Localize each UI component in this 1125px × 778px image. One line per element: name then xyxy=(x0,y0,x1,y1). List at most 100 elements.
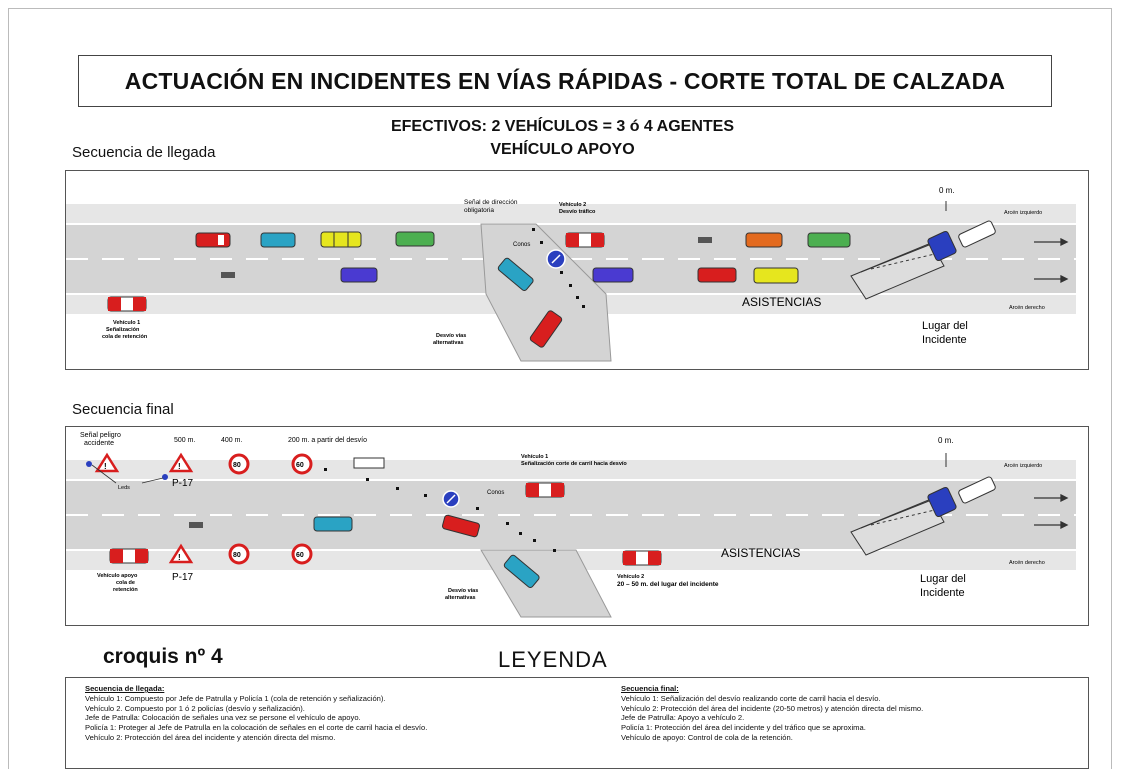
car xyxy=(313,516,353,532)
car xyxy=(697,267,737,283)
p17-top-label: P-17 xyxy=(172,478,194,489)
overturned-truck xyxy=(850,486,957,556)
arrival-diagram: 0 m. Señal de dirección obligatoria Vehí… xyxy=(65,170,1089,370)
support-label-1: Vehículo apoyo xyxy=(97,573,138,579)
car xyxy=(753,267,799,284)
asistencias-label: ASISTENCIAS xyxy=(721,546,800,560)
legend-arrival-heading: Secuencia de llegada: xyxy=(85,684,165,693)
car xyxy=(503,554,540,588)
crashed-car xyxy=(958,476,996,504)
car xyxy=(529,310,563,348)
incident-label-1: Lugar del xyxy=(920,573,966,585)
title-text: ACTUACIÓN EN INCIDENTES EN VÍAS RÁPIDAS … xyxy=(124,67,1006,94)
page-title: ACTUACIÓN EN INCIDENTES EN VÍAS RÁPIDAS … xyxy=(78,55,1052,107)
legend-line: Vehículo 2. Compuesto por 1 ó 2 policías… xyxy=(85,703,305,713)
distance-400-label: 400 m. xyxy=(221,437,242,444)
p17-bottom-label: P-17 xyxy=(172,572,194,583)
arrival-road-svg: 0 m. Señal de dirección obligatoria Vehí… xyxy=(66,186,1076,362)
traffic-arrow xyxy=(1060,493,1069,503)
effectives-line-2: VEHÍCULO APOYO xyxy=(490,141,635,158)
final-sequence-label: Secuencia final xyxy=(72,401,174,418)
svg-text:!: ! xyxy=(178,553,181,562)
car xyxy=(745,232,783,248)
car xyxy=(320,231,362,248)
speed-limit-80-sign: 80 xyxy=(228,543,250,565)
lane-closure-sign xyxy=(353,457,385,469)
speed-limit-60-sign: 60 xyxy=(291,543,313,565)
motorbike xyxy=(698,237,712,243)
vehicle2-label-1: Vehículo 2 xyxy=(559,202,586,208)
distance-500-label: 500 m. xyxy=(174,437,195,444)
crashed-car xyxy=(958,220,996,248)
legend-line: Jefe de Patrulla: Colocación de señales … xyxy=(85,713,361,723)
motorbike xyxy=(189,522,203,528)
incident-label-1: Lugar del xyxy=(922,320,968,332)
speed-limit-60-sign: 60 xyxy=(291,453,313,475)
cones-label: Conos xyxy=(487,490,504,496)
led-icon xyxy=(162,474,168,480)
final-diagram: ! ! ! 80 80 60 60 Señal peligro accident… xyxy=(65,426,1089,626)
asistencias-label: ASISTENCIAS xyxy=(742,295,821,309)
traffic-arrow xyxy=(1060,274,1069,284)
legend-line: Vehículo 2: Protección del área del inci… xyxy=(621,703,924,713)
vehicle1-label-2: Señalización corte de carril hacia desví… xyxy=(521,461,627,467)
car xyxy=(807,232,851,248)
traffic-arrow xyxy=(1060,237,1069,247)
support-vehicle xyxy=(109,548,149,564)
vehicle2-label-2: Desvío tráfico xyxy=(559,209,596,215)
svg-text:!: ! xyxy=(178,462,181,471)
police-car-1 xyxy=(107,296,147,312)
vehicle2-label-1: Vehículo 2 xyxy=(617,574,644,580)
svg-text:60: 60 xyxy=(296,552,304,559)
distance-200-label: 200 m. a partir del desvío xyxy=(288,437,367,444)
vehicle1-label-3: cola de retención xyxy=(102,334,148,340)
legend-line: Vehículo de apoyo: Control de cola de la… xyxy=(621,732,793,742)
legend-line: Policía 1: Proteger al Jefe de Patrulla … xyxy=(85,723,428,733)
detour-label-1: Desvío vías xyxy=(436,333,466,339)
legend-final-heading: Secuencia final: xyxy=(621,684,679,693)
danger-sign: ! xyxy=(168,452,194,473)
car xyxy=(195,232,231,248)
motorbike xyxy=(221,272,235,278)
legend-line: Vehículo 2: Protección del área del inci… xyxy=(85,732,336,742)
top-shoulder xyxy=(66,460,1076,480)
legend-line: Vehículo 1: Señalización del desvío real… xyxy=(621,693,881,703)
detour-label-2: alternativas xyxy=(445,595,476,601)
vehicle1-label-1: Vehículo 1 xyxy=(113,320,140,326)
zero-m-label: 0 m. xyxy=(938,436,954,445)
svg-text:!: ! xyxy=(104,462,107,471)
support-label-3: retención xyxy=(113,587,138,593)
final-road-svg: ! ! ! 80 80 60 60 Señal peligro accident… xyxy=(66,432,1076,618)
arrival-sequence-label: Secuencia de llegada xyxy=(72,144,216,161)
police-car-2 xyxy=(622,550,662,566)
car xyxy=(497,257,534,291)
legend-line: Policía 1: Protección del área del incid… xyxy=(621,723,866,733)
overturned-truck xyxy=(850,230,957,300)
danger-label-2: accidente xyxy=(84,440,114,447)
exit-ramp xyxy=(480,223,612,362)
car xyxy=(260,232,296,248)
hard-shoulder-right-label: Arcén derecho xyxy=(1009,305,1045,311)
vehicle1-label-2: Señalización xyxy=(106,327,140,333)
page-frame xyxy=(8,8,1112,769)
croquis-label: croquis nº 4 xyxy=(103,645,223,668)
leyenda-label: LEYENDA xyxy=(498,647,608,672)
zero-m-label: 0 m. xyxy=(939,186,955,195)
police-car-1 xyxy=(525,482,565,498)
hard-shoulder-right-label: Arcén derecho xyxy=(1009,560,1045,566)
cones-label: Conos xyxy=(513,242,530,248)
legend-box: Secuencia de llegada: Vehículo 1: Compue… xyxy=(65,677,1089,769)
sign-label-1: Señal de dirección xyxy=(464,199,518,206)
sign-label-2: obligatoria xyxy=(464,207,494,214)
svg-text:80: 80 xyxy=(233,552,241,559)
detour-label-1: Desvío vías xyxy=(448,588,478,594)
legend-final: Secuencia final: Vehículo 1: Señalizació… xyxy=(621,684,1081,743)
vehicle1-label-1: Vehículo 1 xyxy=(521,454,548,460)
danger-label-1: Señal peligro xyxy=(80,432,121,439)
svg-text:80: 80 xyxy=(233,462,241,469)
car xyxy=(441,514,481,538)
incident-label-2: Incidente xyxy=(920,587,965,599)
hard-shoulder-left-label: Arcén izquierdo xyxy=(1004,210,1042,216)
legend-line: Vehículo 1: Compuesto por Jefe de Patrul… xyxy=(85,693,386,703)
car xyxy=(340,267,378,283)
